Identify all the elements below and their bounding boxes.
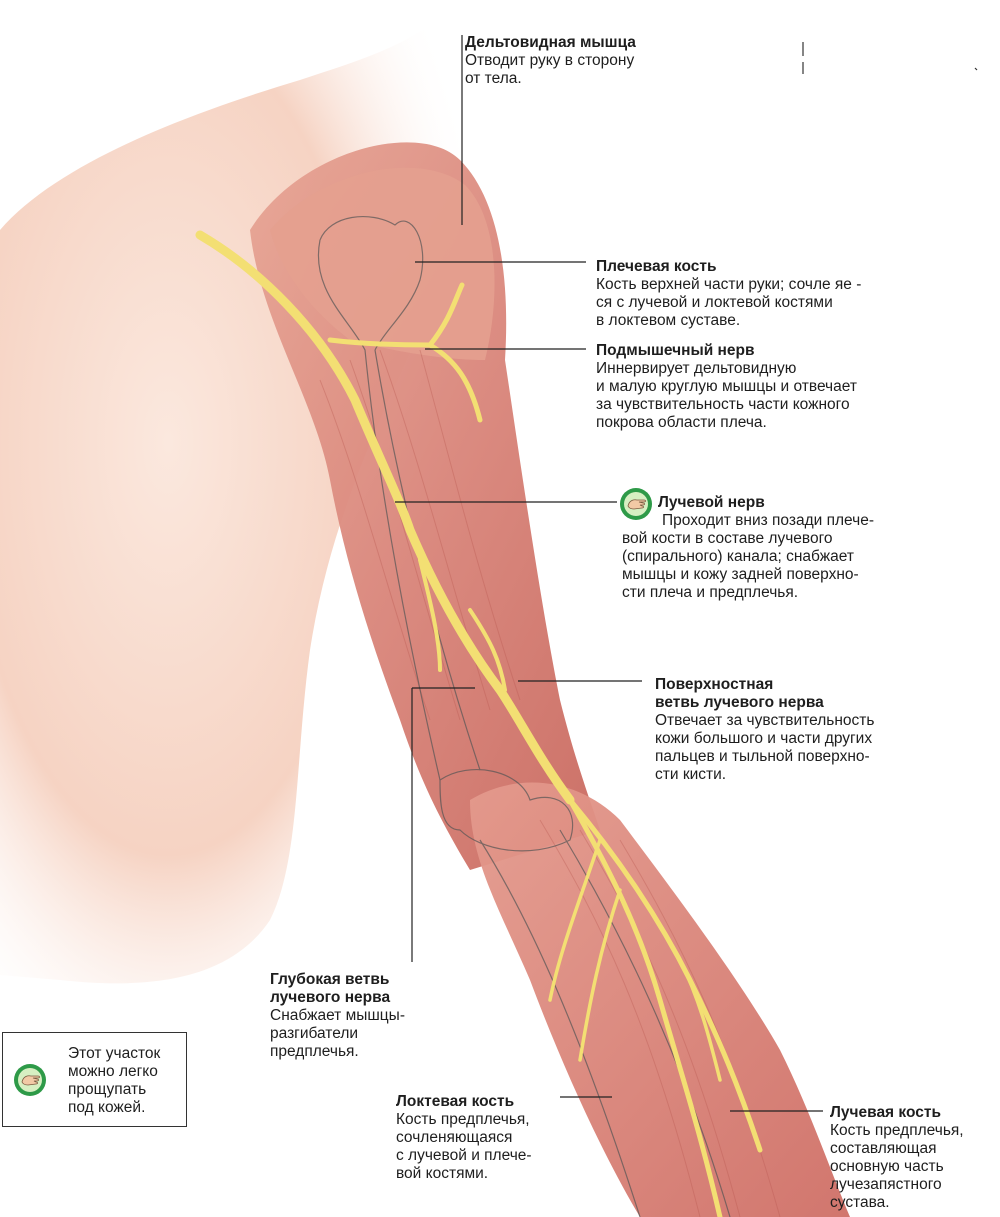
label-humerus-title: Плечевая кость	[596, 258, 717, 275]
desc-line: ся с лучевой и локтевой костями	[596, 294, 833, 311]
desc-line: за чувствительность части кожного	[596, 396, 850, 413]
desc-line: предплечья.	[270, 1043, 359, 1060]
legend-line: прощупать	[68, 1081, 147, 1098]
legend-text: Этот участок можно легко прощупать под к…	[68, 1045, 160, 1117]
desc-line: вой кости в составе лучевого	[622, 530, 833, 547]
label-deltoid-desc: Отводит руку в сторону от тела.	[465, 52, 636, 88]
label-radial-nerve: Лучевой нерв	[658, 494, 765, 512]
label-axillary-title: Подмышечный нерв	[596, 342, 755, 359]
label-radial-nerve-desc: Проходит вниз позади плече- вой кости в …	[622, 512, 874, 602]
label-deep-branch: Глубокая ветвь лучевого нерва Снабжает м…	[270, 971, 405, 1061]
radius-outline	[559, 829, 731, 1217]
deep-branch	[567, 797, 723, 1217]
label-superficial-title-1: Поверхностная	[655, 676, 774, 693]
label-ulna-title: Локтевая кость	[396, 1093, 515, 1110]
desc-line: сти плеча и предплечья.	[622, 584, 799, 601]
label-deep-title-2: лучевого нерва	[270, 989, 391, 1006]
desc-line: мышцы и кожу задней поверхно-	[622, 566, 859, 583]
humerus-head-outline	[319, 216, 424, 351]
desc-block: Проходит вниз позади плече- вой кости в …	[622, 512, 874, 602]
desc-line: составляющая	[830, 1140, 937, 1157]
desc-line: Отводит руку в сторону	[465, 52, 635, 69]
desc-line: пальцев и тыльной поверхно-	[655, 748, 870, 765]
label-ulna: Локтевая кость Кость предплечья, сочленя…	[396, 1093, 532, 1183]
label-ulna-desc: Кость предплечья, сочленяющаяся с лучево…	[396, 1111, 532, 1183]
radial-nerve-trunk	[195, 230, 575, 805]
desc-line: разгибатели	[270, 1025, 359, 1042]
label-superficial-branch: Поверхностная ветвь лучевого нерва Отвеч…	[655, 676, 874, 784]
legend-line: Этот участок	[68, 1045, 161, 1062]
desc-line: Иннервирует дельтовидную	[596, 360, 797, 377]
desc-line: кожи большого и части других	[655, 730, 873, 747]
desc-line: Проходит вниз позади плече-	[662, 512, 875, 529]
ulna-outline	[479, 839, 641, 1217]
desc-line: сочленяющаяся	[396, 1129, 513, 1146]
desc-line: Снабжает мышцы-	[270, 1007, 405, 1024]
desc-line: Кость предплечья,	[396, 1111, 530, 1128]
desc-line: Кость верхней части руки; сочле яе -	[596, 276, 862, 293]
label-deep-title-1: Глубокая ветвь	[270, 971, 390, 988]
deltoid-muscle	[270, 167, 495, 360]
desc-line: основную часть	[830, 1158, 944, 1175]
desc-line: от тела.	[465, 70, 522, 87]
desc-line: сти кисти.	[655, 766, 727, 783]
desc-line: в локтевом суставе.	[596, 312, 741, 329]
leader-deep	[411, 687, 475, 962]
legend-line: под кожей.	[68, 1099, 146, 1116]
desc-line: Отвечает за чувствительность	[655, 712, 875, 729]
desc-line: сустава.	[830, 1194, 890, 1211]
desc-line: (спирального) канала; снабжает	[622, 548, 854, 565]
desc-line: Кость предплечья,	[830, 1122, 964, 1139]
palpation-hand-icon	[13, 1063, 47, 1097]
desc-line: лучезапястного	[830, 1176, 942, 1193]
label-deep-desc: Снабжает мышцы- разгибатели предплечья.	[270, 1007, 405, 1061]
label-axillary-desc: Иннервирует дельтовидную и малую круглую…	[596, 360, 857, 432]
axillary-nerve	[327, 282, 483, 423]
desc-line: вой костями.	[396, 1165, 489, 1182]
label-radius: Лучевая кость Кость предплечья, составля…	[830, 1104, 964, 1212]
label-deltoid-title: Дельтовидная мышца	[465, 34, 636, 51]
label-superficial-desc: Отвечает за чувствительность кожи большо…	[655, 712, 874, 784]
desc-line: с лучевой и плече-	[396, 1147, 532, 1164]
label-humerus-desc: Кость верхней части руки; сочле яе - ся …	[596, 276, 861, 330]
legend-box: Этот участок можно легко прощупать под к…	[2, 1032, 187, 1127]
label-radius-desc: Кость предплечья, составляющая основную …	[830, 1122, 964, 1212]
label-radius-title: Лучевая кость	[830, 1104, 941, 1121]
label-deltoid: Дельтовидная мышца Отводит руку в сторон…	[465, 34, 636, 88]
label-axillary-nerve: Подмышечный нерв Иннервирует дельтовидну…	[596, 342, 857, 432]
palpation-hand-icon	[619, 487, 653, 521]
desc-line: и малую круглую мышцы и отвечает	[596, 378, 857, 395]
legend-line: можно легко	[68, 1063, 158, 1080]
label-humerus: Плечевая кость Кость верхней части руки;…	[596, 258, 861, 330]
desc-line: покрова области плеча.	[596, 414, 767, 431]
label-superficial-title-2: ветвь лучевого нерва	[655, 694, 824, 711]
label-radial-nerve-title: Лучевой нерв	[658, 494, 765, 511]
elbow-outline	[439, 769, 574, 852]
